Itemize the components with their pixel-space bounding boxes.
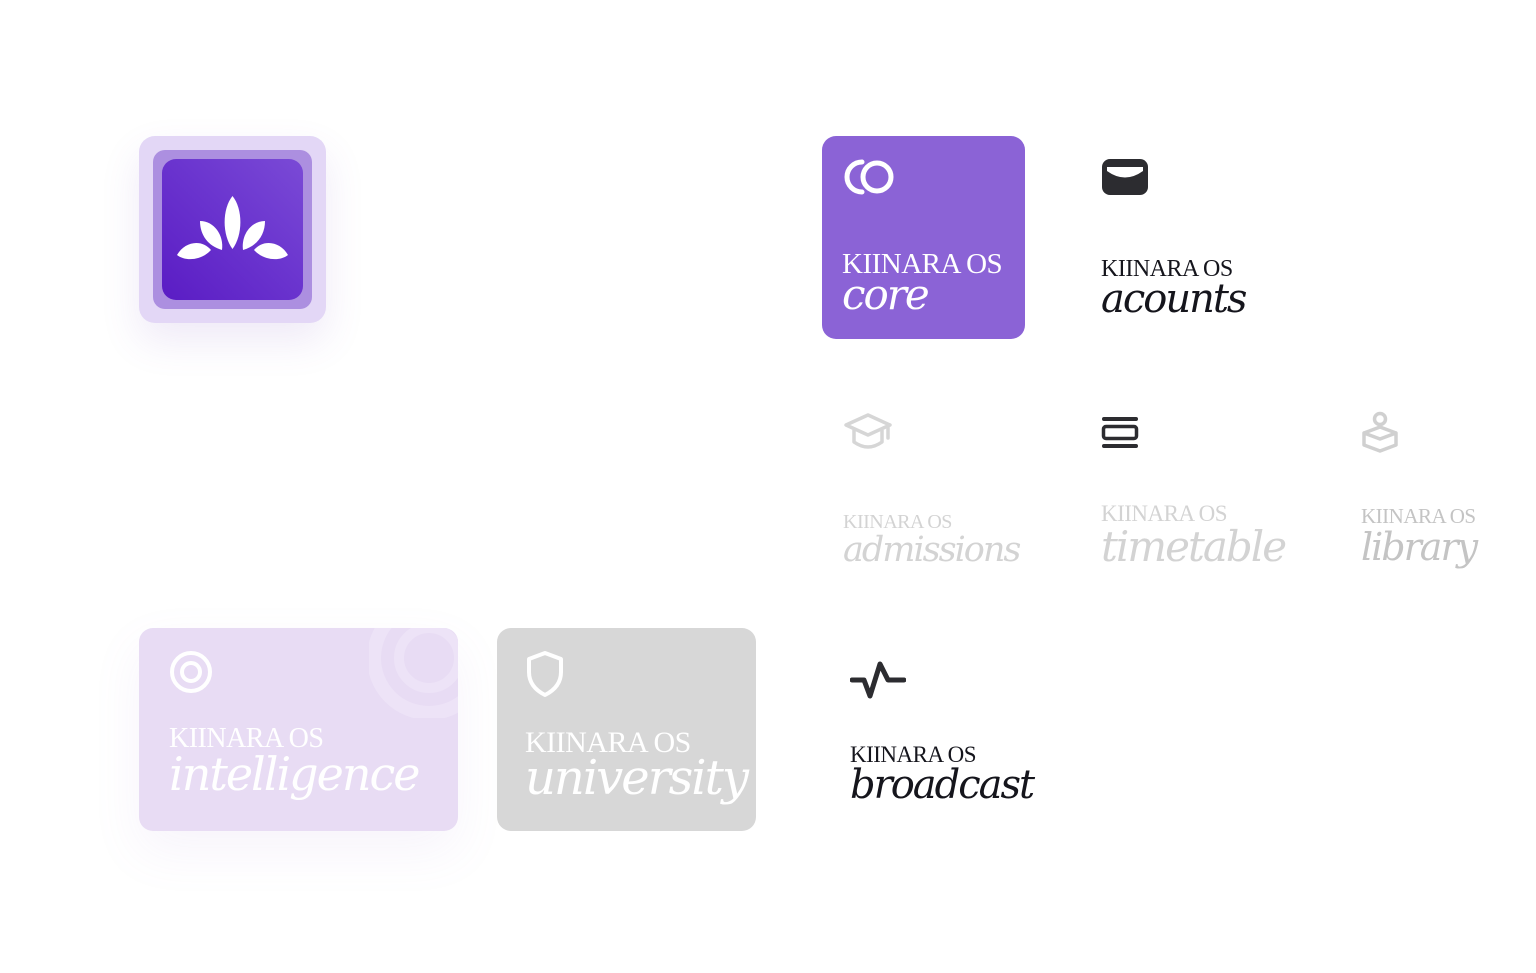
library-brand-label: KIINARA OS xyxy=(1361,504,1476,528)
timetable-product-name[interactable]: timetable xyxy=(1101,522,1287,571)
accounts-brand-label: KIINARA OS xyxy=(1101,256,1233,282)
wallet-icon[interactable] xyxy=(1101,158,1149,196)
timetable-brand-label: KIINARA OS xyxy=(1101,501,1227,526)
lotus-icon xyxy=(177,196,288,260)
rows-icon[interactable] xyxy=(1101,416,1139,450)
university-product-name: university xyxy=(525,750,749,806)
app-icon[interactable] xyxy=(162,159,303,300)
product-tile-university[interactable]: KIINARA OS university xyxy=(497,628,756,831)
pulse-icon[interactable] xyxy=(850,660,906,700)
broadcast-product-name[interactable]: broadcast xyxy=(850,762,1035,808)
brand-label: KIINARA OS xyxy=(842,248,1003,280)
ring-logo-icon xyxy=(844,159,894,195)
product-tile-core[interactable]: KIINARA OS core xyxy=(822,136,1025,339)
shield-icon xyxy=(527,651,563,697)
intelligence-brand-label: KIINARA OS xyxy=(169,723,324,754)
accounts-product-name[interactable]: acounts xyxy=(1101,276,1247,322)
product-name: core xyxy=(842,270,930,319)
book-reader-icon[interactable] xyxy=(1361,411,1399,453)
graduation-cap-icon[interactable] xyxy=(843,410,893,454)
university-brand-label: KIINARA OS xyxy=(525,726,691,759)
admissions-product-name[interactable]: admissions xyxy=(843,530,1021,570)
library-product-name[interactable]: library xyxy=(1361,525,1478,569)
target-icon xyxy=(170,651,212,693)
intelligence-product-name: intelligence xyxy=(169,747,420,801)
broadcast-brand-label: KIINARA OS xyxy=(850,742,976,767)
admissions-brand-label: KIINARA OS xyxy=(843,511,952,533)
decorative-target-watermark xyxy=(369,628,458,718)
product-tile-intelligence[interactable]: KIINARA OS intelligence xyxy=(139,628,458,831)
